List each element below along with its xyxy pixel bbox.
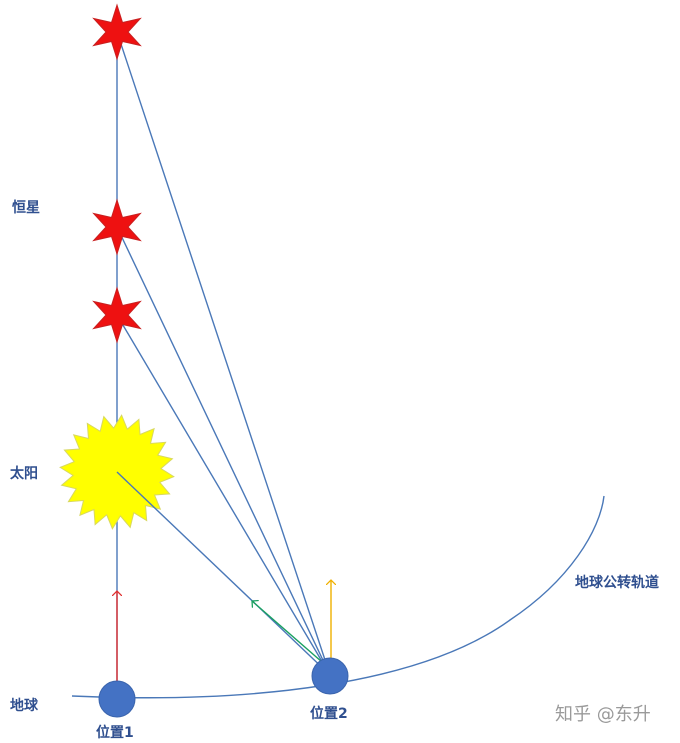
green-arrow-icon (252, 601, 323, 663)
line-of-sight-star-far (116, 31, 331, 676)
line-of-sight-sun (116, 471, 331, 676)
earth-icon-position2 (311, 657, 349, 695)
label-position1: 位置1 (96, 725, 134, 741)
line-of-sight-star-near (116, 314, 331, 676)
label-star: 恒星 (12, 200, 40, 216)
label-orbit: 地球公转轨道 (575, 575, 659, 591)
star-icon-mid (92, 198, 142, 256)
earth-icon-position1 (98, 680, 136, 718)
label-earth: 地球 (10, 698, 38, 714)
line-of-sight-star-mid (116, 226, 331, 676)
label-sun: 太阳 (10, 466, 38, 482)
earth-orbit-curve (71, 495, 605, 699)
star-icon-near (92, 286, 142, 344)
watermark: 知乎 @东升 (555, 704, 651, 725)
star-icon-far (92, 3, 142, 61)
label-position2: 位置2 (310, 706, 348, 722)
